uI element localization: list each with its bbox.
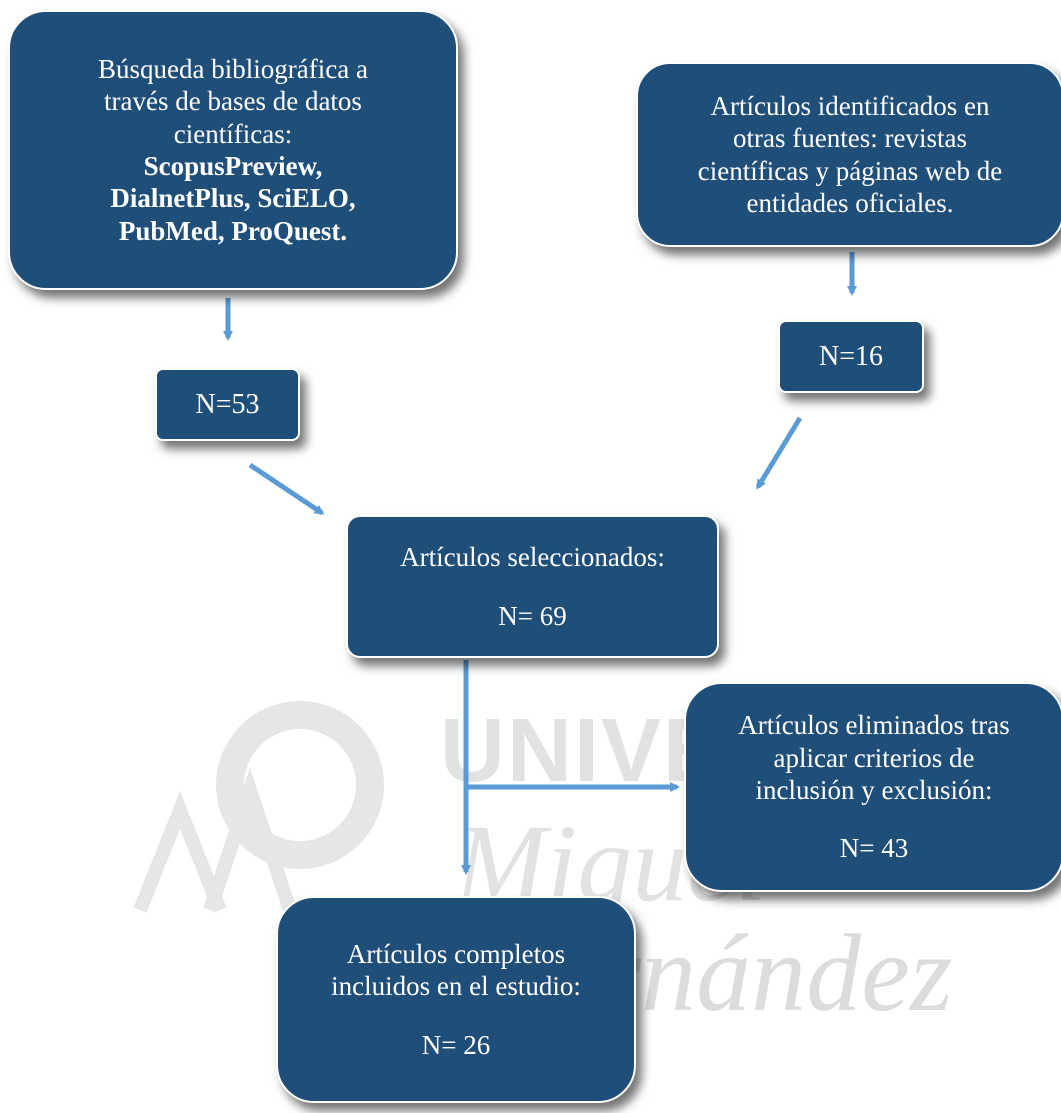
included-articles-box: Artículos completos incluidos en el estu… xyxy=(276,896,636,1103)
other-sources-line-4: entidades oficiales. xyxy=(746,187,954,218)
excluded-line-3: inclusión y exclusión: xyxy=(755,775,993,805)
other-count-box: N=16 xyxy=(778,320,924,393)
other-sources-line-3: científicas y páginas web de xyxy=(697,155,1003,186)
included-line-1: Artículos completos xyxy=(346,938,566,969)
other-sources-box: Artículos identificados en otras fuentes… xyxy=(636,62,1061,247)
db-count-label: N=53 xyxy=(195,388,260,420)
other-sources-line-2: otras fuentes: revistas xyxy=(733,123,967,154)
other-sources-line-1: Artículos identificados en xyxy=(710,90,990,121)
db-search-line-1: Búsqueda bibliográfica a xyxy=(98,53,368,84)
other-count-label: N=16 xyxy=(818,340,883,372)
included-line-2: incluidos en el estudio: xyxy=(331,971,581,1002)
excluded-articles-box: Artículos eliminados tras aplicar criter… xyxy=(684,682,1061,892)
db-search-line-2: través de bases de datos xyxy=(104,86,362,117)
excluded-line-1: Artículos eliminados tras xyxy=(738,710,1010,741)
db-search-bold-2: DialnetPlus, SciELO, xyxy=(110,183,356,214)
selected-articles-box: Artículos seleccionados: N= 69 xyxy=(346,515,719,658)
arrow-53-to-selected xyxy=(248,462,325,516)
database-search-box: Búsqueda bibliográfica a través de bases… xyxy=(8,10,458,290)
db-search-bold-1: ScopusPreview, xyxy=(143,151,323,181)
arrow-16-to-selected xyxy=(755,416,803,490)
db-search-line-3: científicas: xyxy=(173,118,293,149)
db-count-box: N=53 xyxy=(155,368,300,441)
excluded-line-2: aplicar criterios de xyxy=(773,742,975,773)
included-count: N= 26 xyxy=(421,1029,491,1060)
selected-count: N= 69 xyxy=(498,600,567,631)
excluded-count: N= 43 xyxy=(839,833,909,864)
db-search-bold-3: PubMed, ProQuest. xyxy=(118,215,348,246)
selected-title: Artículos seleccionados: xyxy=(400,542,665,573)
